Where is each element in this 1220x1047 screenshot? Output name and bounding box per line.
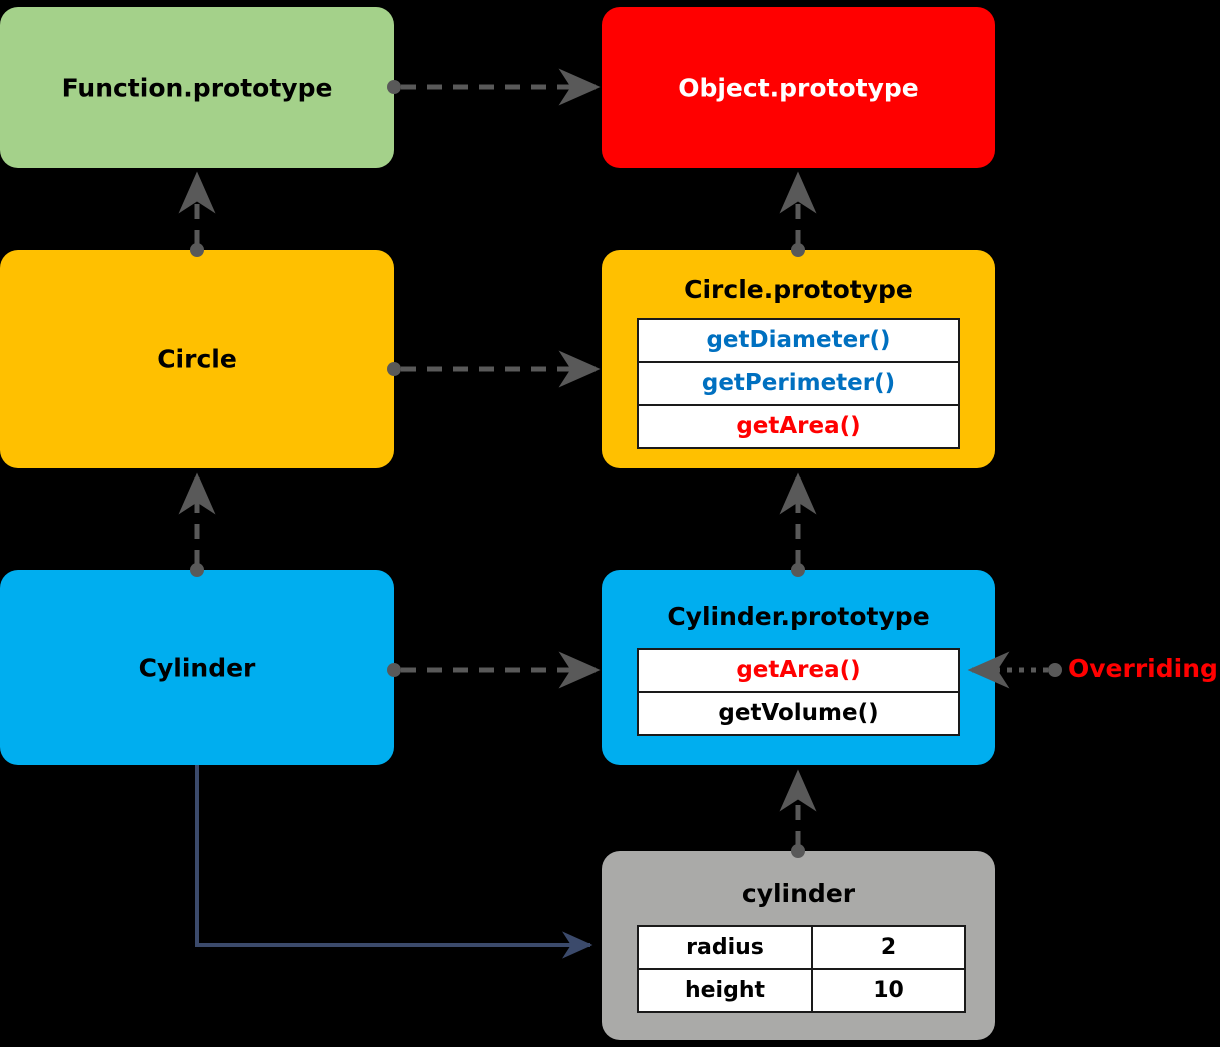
edge-circle-to-function-prototype (178, 171, 216, 257)
property-key-height: height (637, 968, 813, 1013)
edge-cylinder-constructor-to-instance (195, 765, 593, 959)
node-cylinder-prototype-label: Cylinder.prototype (667, 602, 930, 631)
member-getvolume[interactable]: getVolume() (637, 691, 960, 736)
edge-circle-to-circle-prototype (387, 350, 601, 388)
table-row[interactable]: radius 2 (637, 925, 966, 970)
cylinder-instance-property-table: radius 2 height 10 (637, 925, 966, 1013)
node-cylinder-prototype[interactable]: Cylinder.prototype getArea() getVolume() (602, 570, 995, 765)
edge-cylinder-prototype-to-circle-prototype (779, 472, 817, 577)
member-getarea[interactable]: getArea() (637, 648, 960, 693)
node-cylinder-label: Cylinder (138, 653, 256, 682)
node-cylinder-instance[interactable]: cylinder radius 2 height 10 (602, 851, 995, 1040)
table-row[interactable]: getDiameter() (637, 318, 960, 363)
member-getdiameter[interactable]: getDiameter() (637, 318, 960, 363)
node-circle-prototype-label: Circle.prototype (684, 275, 913, 304)
table-row[interactable]: getVolume() (637, 691, 960, 736)
node-object-prototype[interactable]: Object.prototype (602, 7, 995, 168)
cylinder-prototype-member-table: getArea() getVolume() (637, 648, 960, 736)
edge-cylinder-instance-to-cylinder-prototype (779, 769, 817, 858)
property-key-radius: radius (637, 925, 813, 970)
node-cylinder[interactable]: Cylinder (0, 570, 394, 765)
property-value-radius: 2 (811, 925, 966, 970)
circle-prototype-member-table: getDiameter() getPerimeter() getArea() (637, 318, 960, 449)
table-row[interactable]: getArea() (637, 404, 960, 449)
node-circle[interactable]: Circle (0, 250, 394, 468)
edge-function-prototype-to-object-prototype (387, 68, 601, 106)
node-function-prototype-label: Function.prototype (61, 73, 333, 102)
node-object-prototype-label: Object.prototype (678, 73, 919, 102)
node-cylinder-instance-label: cylinder (741, 879, 856, 908)
node-function-prototype[interactable]: Function.prototype (0, 7, 394, 168)
member-getarea[interactable]: getArea() (637, 404, 960, 449)
table-row[interactable]: getArea() (637, 648, 960, 693)
edge-cylinder-to-circle (178, 472, 216, 577)
edge-circle-prototype-to-object-prototype (779, 171, 817, 257)
edge-cylinder-to-cylinder-prototype (387, 651, 601, 689)
table-row[interactable]: getPerimeter() (637, 361, 960, 406)
property-value-height: 10 (811, 968, 966, 1013)
table-row[interactable]: height 10 (637, 968, 966, 1013)
member-getperimeter[interactable]: getPerimeter() (637, 361, 960, 406)
overriding-annotation-label: Overriding (1068, 654, 1218, 683)
node-circle-prototype[interactable]: Circle.prototype getDiameter() getPerime… (602, 250, 995, 468)
node-circle-label: Circle (157, 344, 237, 374)
